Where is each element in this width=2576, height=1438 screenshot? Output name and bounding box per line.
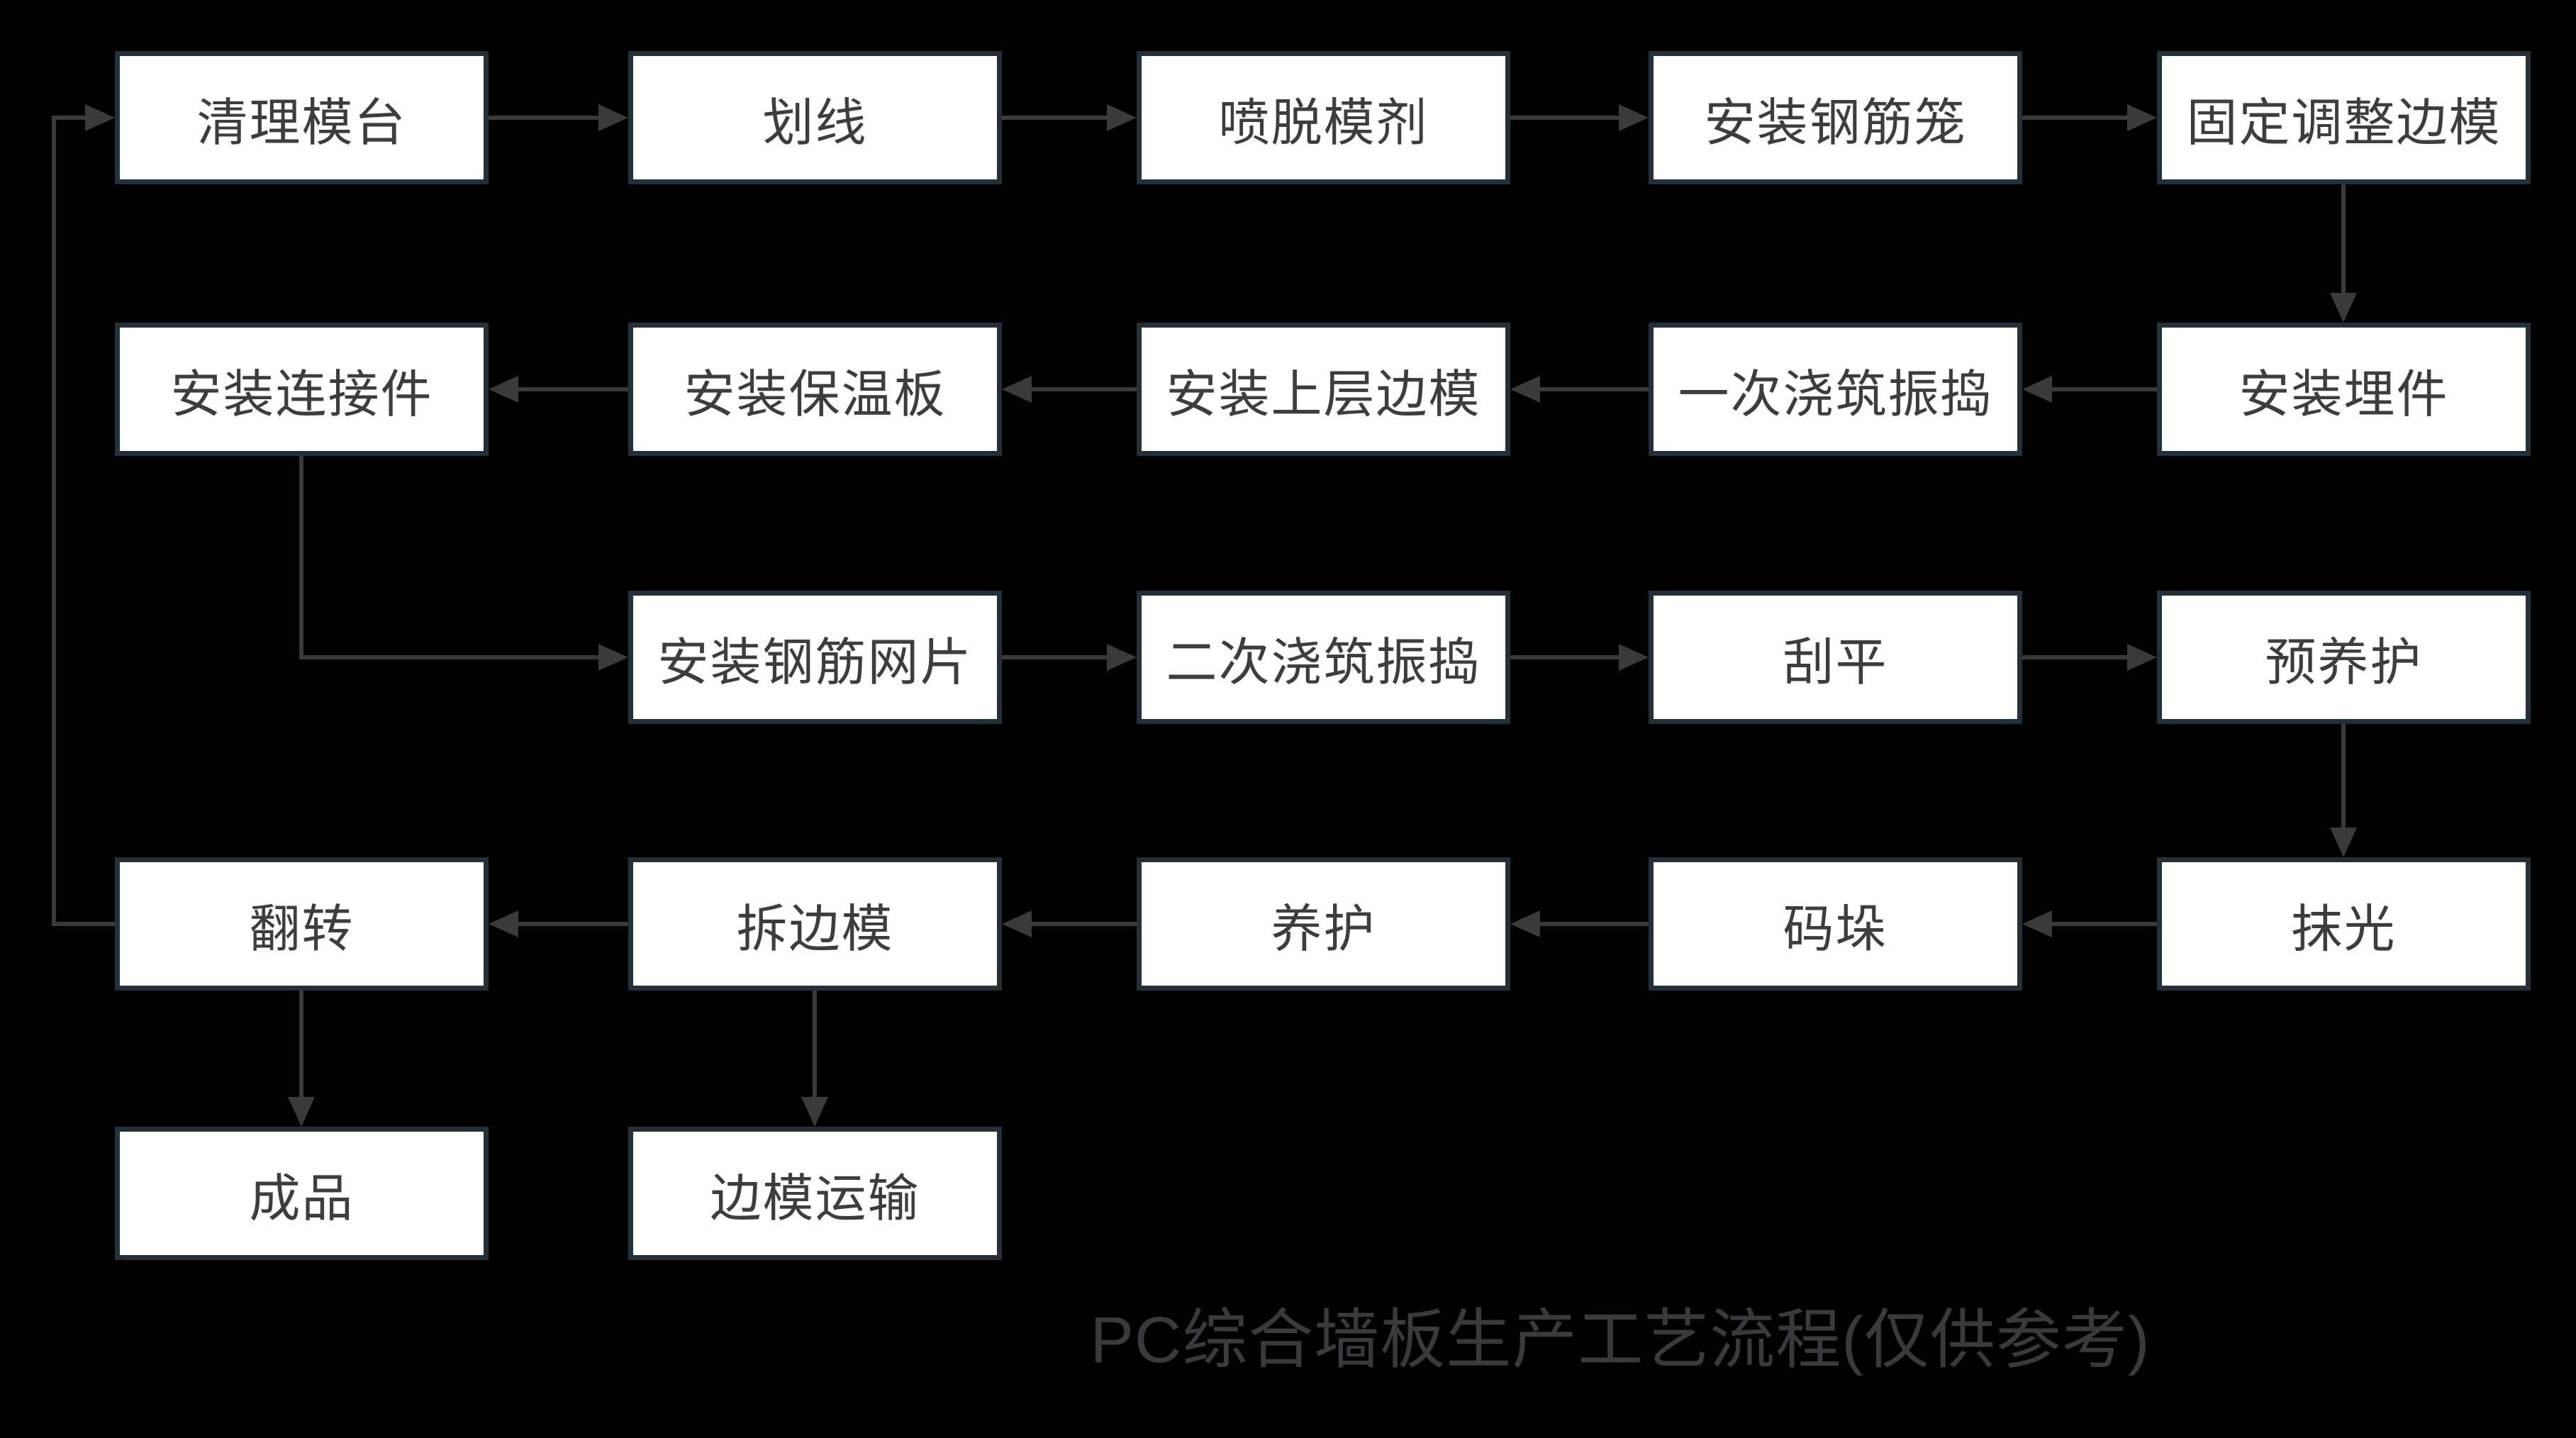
arrow-secondpour-to-screed — [1510, 644, 1649, 671]
arrow-removemold-to-transport — [801, 991, 828, 1127]
node-install-rebar-mesh: 安装钢筋网片 — [628, 591, 1002, 724]
arrow-spray-to-cage — [1510, 104, 1649, 131]
arrow-flip-to-product — [288, 991, 315, 1127]
arrow-stacking-to-curing — [1510, 910, 1649, 937]
node-curing: 养护 — [1137, 857, 1510, 991]
arrow-embed-to-firstpour — [2022, 376, 2157, 403]
node-trowel-polish: 抹光 — [2157, 857, 2531, 991]
node-remove-side-mold: 拆边模 — [628, 857, 1002, 991]
node-pre-curing: 预养护 — [2157, 591, 2531, 724]
arrow-mesh-to-secondpour — [1002, 644, 1137, 671]
arrow-precure-to-trowel — [2330, 724, 2357, 857]
arrow-uppermold-to-insulation — [1002, 376, 1137, 403]
node-screed-level: 刮平 — [1649, 591, 2022, 724]
node-first-pour-vibrate: 一次浇筑振捣 — [1649, 323, 2022, 456]
node-install-rebar-cage: 安装钢筋笼 — [1649, 51, 2022, 184]
arrow-screed-to-precure — [2022, 644, 2157, 671]
arrow-removemold-to-flip — [489, 910, 628, 937]
node-stacking: 码垛 — [1649, 857, 2022, 991]
node-fix-adjust-side-mold: 固定调整边模 — [2157, 51, 2531, 184]
node-install-embedded-parts: 安装埋件 — [2157, 323, 2531, 456]
arrow-trowel-to-stacking — [2022, 910, 2157, 937]
diagram-title: PC综合墙板生产工艺流程(仅供参考) — [1090, 1304, 2151, 1376]
node-spray-release-agent: 喷脱模剂 — [1137, 51, 1510, 184]
node-install-connectors: 安装连接件 — [115, 323, 489, 456]
arrow-flip-to-clean-loop — [52, 104, 115, 926]
arrow-connectors-to-mesh — [299, 456, 628, 671]
arrow-clean-to-marking — [489, 104, 628, 131]
node-install-upper-side-mold: 安装上层边模 — [1137, 323, 1510, 456]
node-finished-product: 成品 — [115, 1127, 489, 1260]
node-install-insulation-board: 安装保温板 — [628, 323, 1002, 456]
arrow-firstpour-to-uppermold — [1510, 376, 1649, 403]
arrow-curing-to-removemold — [1002, 910, 1137, 937]
node-second-pour-vibrate: 二次浇筑振捣 — [1137, 591, 1510, 724]
arrow-marking-to-spray — [1002, 104, 1137, 131]
arrow-fixmold-to-embed — [2330, 184, 2357, 323]
node-marking: 划线 — [628, 51, 1002, 184]
node-clean-mold-table: 清理模台 — [115, 51, 489, 184]
arrow-cage-to-fixmold — [2022, 104, 2157, 131]
arrow-insulation-to-connectors — [489, 376, 628, 403]
node-flip: 翻转 — [115, 857, 489, 991]
node-side-mold-transport: 边模运输 — [628, 1127, 1002, 1260]
